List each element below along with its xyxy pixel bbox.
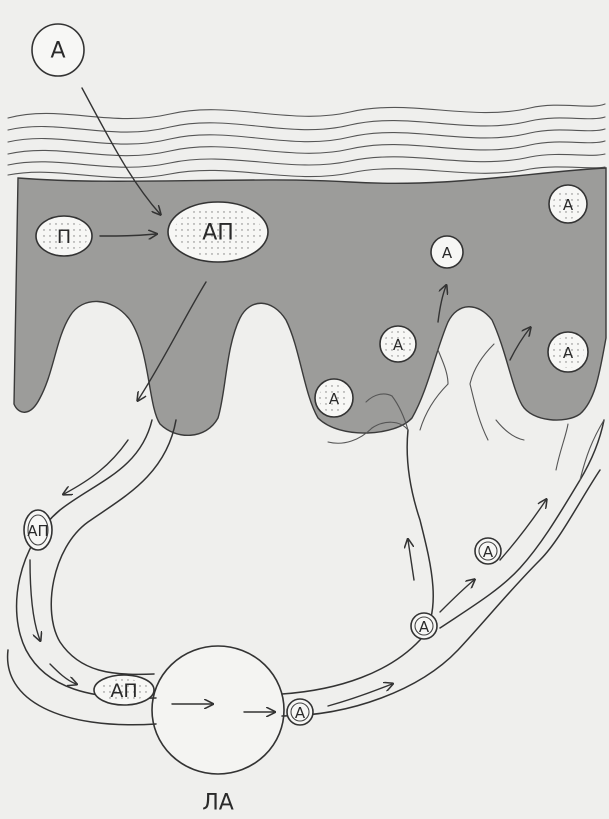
antigen-outside: A — [32, 24, 84, 76]
efferent-antigen: A — [475, 538, 501, 564]
skin-antigen: A — [315, 379, 353, 417]
skin-antigen: A — [380, 326, 416, 362]
lymph-complex: АП — [24, 510, 52, 550]
skin-antigen-label: A — [329, 390, 340, 408]
afferent-lymph-vessel — [8, 420, 176, 725]
stratum-corneum — [8, 104, 605, 178]
langerhans-cell: П — [36, 216, 92, 256]
node-antigen-label: A — [295, 704, 306, 722]
node-antigen: A — [287, 699, 313, 725]
antigen-langerhans-complex-label: АП — [202, 221, 234, 246]
skin-antigen-label: A — [563, 196, 574, 214]
skin-antigen: A — [548, 332, 588, 372]
lymph-node-label: ЛА — [202, 791, 234, 816]
efferent-lymph-vessel — [282, 420, 604, 716]
skin-antigen-label: A — [393, 336, 404, 354]
langerhans-cell-label: П — [57, 226, 71, 248]
lymph-complex: АП — [94, 675, 154, 705]
antigen-langerhans-complex: АП — [168, 202, 268, 262]
lymph-complex-label: АП — [110, 680, 137, 702]
lymph-complex-label: АП — [27, 522, 49, 540]
efferent-antigen: A — [411, 613, 437, 639]
efferent-antigen-label: A — [419, 618, 430, 636]
lymph-node — [152, 646, 284, 774]
skin-antigen-label: A — [442, 244, 453, 262]
epidermis — [14, 168, 606, 435]
skin-antigen-label: A — [563, 344, 574, 362]
efferent-antigen-label: A — [483, 543, 494, 561]
skin-antigen: A — [431, 236, 463, 268]
skin-antigen: A — [549, 185, 587, 223]
antigen-outside-label: A — [50, 39, 65, 64]
